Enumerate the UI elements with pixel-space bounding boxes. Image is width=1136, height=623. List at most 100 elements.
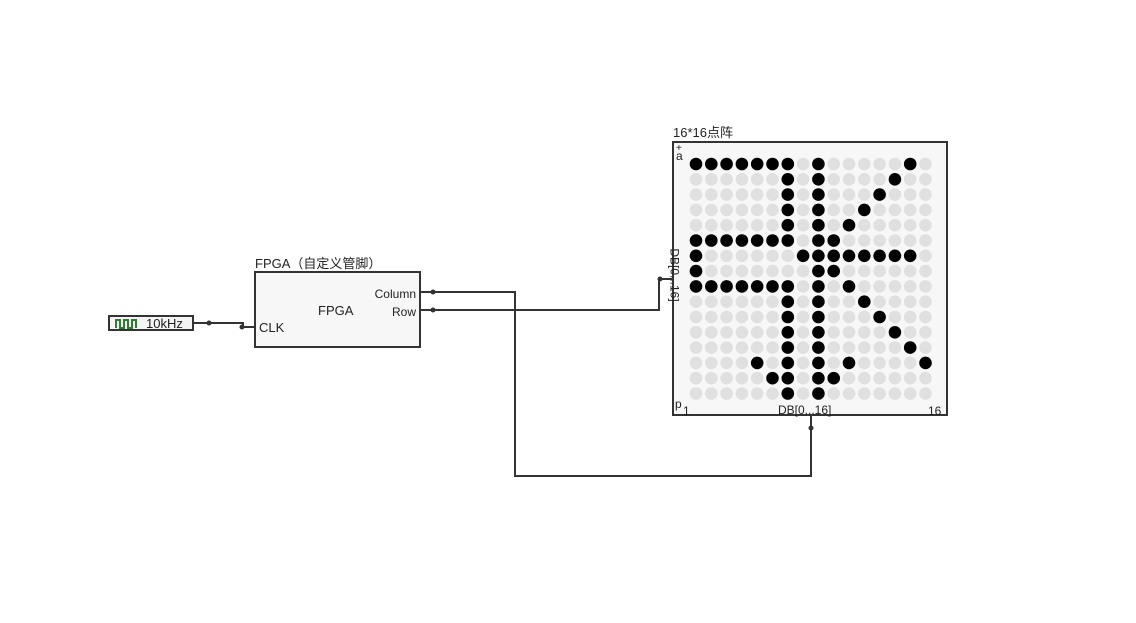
led-off (873, 218, 886, 232)
led-off (919, 218, 932, 232)
led-off (903, 326, 917, 339)
led-on (781, 387, 795, 400)
led-off (903, 234, 917, 247)
led-off (796, 387, 810, 400)
led-off (720, 264, 733, 278)
led-on (766, 234, 779, 247)
led-off (919, 188, 932, 201)
led-on (689, 249, 703, 263)
led-off (705, 387, 718, 400)
led-off (720, 218, 733, 232)
led-off (735, 371, 749, 385)
led-on (842, 218, 856, 232)
led-off (903, 264, 917, 278)
led-off (796, 203, 810, 217)
led-on (842, 280, 856, 293)
led-off (750, 371, 764, 385)
led-off (888, 264, 902, 278)
bottom-bus-label: DB[0...16] (778, 403, 832, 417)
led-off (689, 387, 703, 400)
wire-junction (808, 425, 814, 431)
led-on (705, 157, 718, 171)
led-off (858, 157, 871, 171)
led-on (903, 157, 917, 171)
led-on (781, 310, 795, 324)
led-off (735, 295, 749, 308)
led-off (705, 371, 718, 385)
led-off (842, 326, 856, 339)
led-on (689, 280, 703, 293)
led-off (888, 280, 902, 293)
led-off (903, 295, 917, 308)
led-on (888, 173, 902, 186)
led-off (705, 249, 718, 263)
led-off (842, 234, 856, 247)
led-off (720, 356, 733, 370)
led-on (735, 234, 749, 247)
row-wire[interactable] (421, 278, 672, 311)
led-on (888, 249, 902, 263)
dot-matrix-16x16[interactable]: + a p DB[0...16] 1 DB[0...16] 16 (668, 141, 948, 418)
led-off (873, 173, 886, 186)
led-on (781, 371, 795, 385)
led-off (903, 173, 917, 186)
led-off (842, 341, 856, 354)
led-on (766, 371, 779, 385)
led-off (827, 356, 840, 370)
clk-wire[interactable] (194, 322, 254, 328)
led-off (720, 387, 733, 400)
led-off (888, 203, 902, 217)
led-off (827, 295, 840, 308)
led-off (827, 218, 840, 232)
led-off (735, 356, 749, 370)
led-on (812, 218, 825, 232)
led-off (781, 249, 795, 263)
led-off (796, 188, 810, 201)
led-off (766, 173, 779, 186)
led-off (689, 188, 703, 201)
led-off (827, 157, 840, 171)
led-on (766, 280, 779, 293)
led-off (705, 341, 718, 354)
led-off (796, 264, 810, 278)
top-left-label: a (676, 149, 683, 163)
led-off (827, 280, 840, 293)
led-on (827, 264, 840, 278)
led-off (858, 371, 871, 385)
led-off (888, 356, 902, 370)
led-off (796, 371, 810, 385)
clock-source[interactable]: 10kHz (108, 315, 194, 331)
led-off (919, 295, 932, 308)
column-wire[interactable] (421, 291, 812, 477)
led-on (796, 249, 810, 263)
led-on (812, 371, 825, 385)
led-off (750, 203, 764, 217)
led-on (873, 188, 886, 201)
led-off (720, 173, 733, 186)
led-off (720, 371, 733, 385)
led-off (858, 234, 871, 247)
led-grid (689, 157, 932, 400)
led-off (781, 264, 795, 278)
led-on (858, 295, 871, 308)
led-off (842, 295, 856, 308)
wire-junction (430, 289, 436, 295)
led-off (873, 371, 886, 385)
led-on (781, 203, 795, 217)
led-off (735, 264, 749, 278)
led-off (888, 295, 902, 308)
led-off (766, 387, 779, 400)
clk-pin-label: CLK (259, 320, 285, 335)
led-off (735, 341, 749, 354)
led-off (796, 310, 810, 324)
led-off (858, 326, 871, 339)
led-off (888, 188, 902, 201)
led-off (858, 387, 871, 400)
led-off (842, 264, 856, 278)
led-off (888, 341, 902, 354)
led-on (781, 218, 795, 232)
led-off (873, 295, 886, 308)
led-off (705, 218, 718, 232)
led-off (750, 173, 764, 186)
fpga-block[interactable]: FPGA CLK Column Row (254, 271, 421, 348)
